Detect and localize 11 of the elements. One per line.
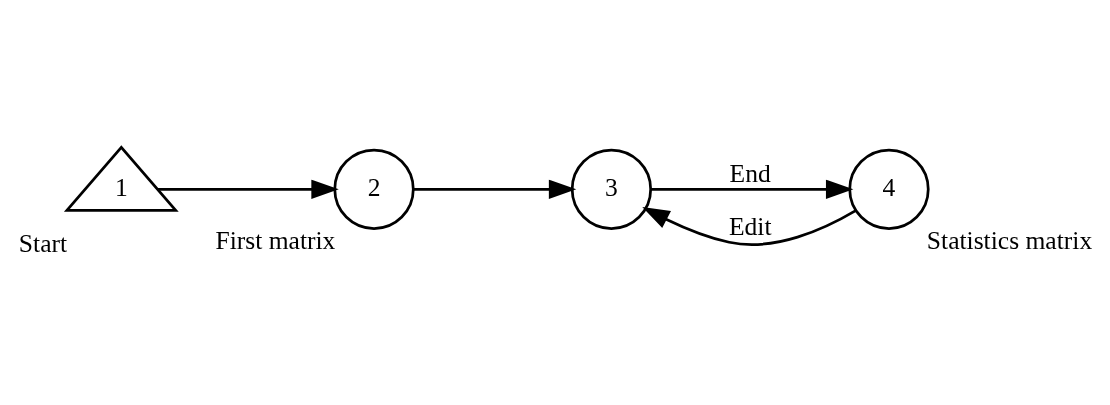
arrow: [650, 179, 854, 199]
arrow: [642, 206, 857, 246]
node-circle: 4: [848, 148, 930, 230]
node-label: Start: [18, 228, 68, 258]
edge-label: End: [729, 158, 771, 188]
arrow: [157, 179, 339, 199]
node-label: First matrix: [215, 225, 336, 255]
node-circle: 3: [570, 148, 653, 230]
arrow: [413, 179, 577, 199]
node-circle: 2: [333, 148, 415, 230]
edge-label: Edit: [728, 211, 772, 241]
